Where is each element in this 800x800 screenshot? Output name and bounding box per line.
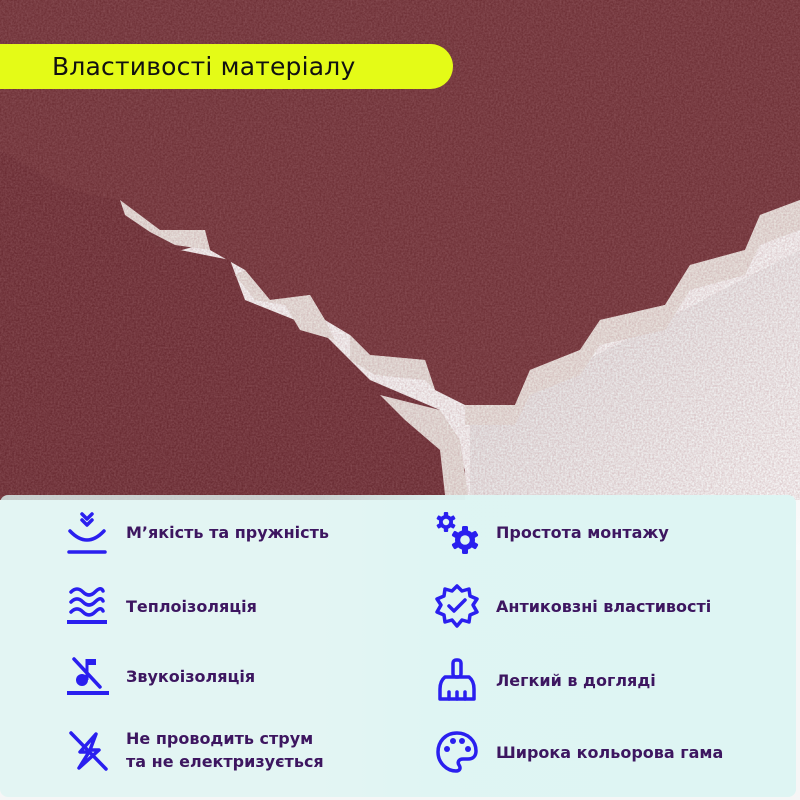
feature-label: Простота монтажу: [496, 522, 669, 542]
panel-tint: [0, 495, 796, 797]
feature-label: Антиковзні властивості: [496, 596, 712, 616]
no-electricity-icon: [62, 725, 112, 775]
anti-slip-badge-icon: [432, 581, 482, 631]
feature-easy-care: Легкий в догляді: [432, 655, 656, 705]
feature-sound-insulation: Звукоізоляція: [62, 651, 255, 701]
feature-label-line1: Не проводить струм: [126, 729, 314, 748]
feature-label-line2: та не електризується: [126, 752, 324, 771]
feature-softness: М’якість та пружність: [62, 507, 329, 557]
palette-icon: [432, 727, 482, 777]
feature-heat-insulation: Теплоізоляція: [62, 581, 257, 631]
feature-anti-slip: Антиковзні властивості: [432, 581, 711, 631]
feature-color-range: Широка кольорова гама: [432, 727, 723, 777]
feature-easy-installation: Простота монтажу: [432, 507, 669, 557]
feature-label: Не проводить струм та не електризується: [126, 727, 324, 773]
feature-no-electricity: Не проводить струм та не електризується: [62, 725, 324, 775]
feature-label: Легкий в догляді: [496, 670, 656, 690]
feature-label: Теплоізоляція: [126, 596, 257, 616]
feature-label: Широка кольорова гама: [496, 742, 724, 762]
heat-insulation-icon: [62, 581, 112, 631]
features-panel: М’якість та пружність Теплоізоляція Звук…: [0, 495, 796, 797]
title-banner: Властивості матеріалу: [0, 44, 453, 89]
sound-insulation-icon: [62, 651, 112, 701]
page-title: Властивості матеріалу: [52, 52, 356, 81]
softness-icon: [62, 507, 112, 557]
gears-icon: [432, 507, 482, 557]
feature-label: Звукоізоляція: [126, 666, 256, 686]
brush-icon: [432, 655, 482, 705]
feature-label: М’якість та пружність: [126, 522, 329, 542]
